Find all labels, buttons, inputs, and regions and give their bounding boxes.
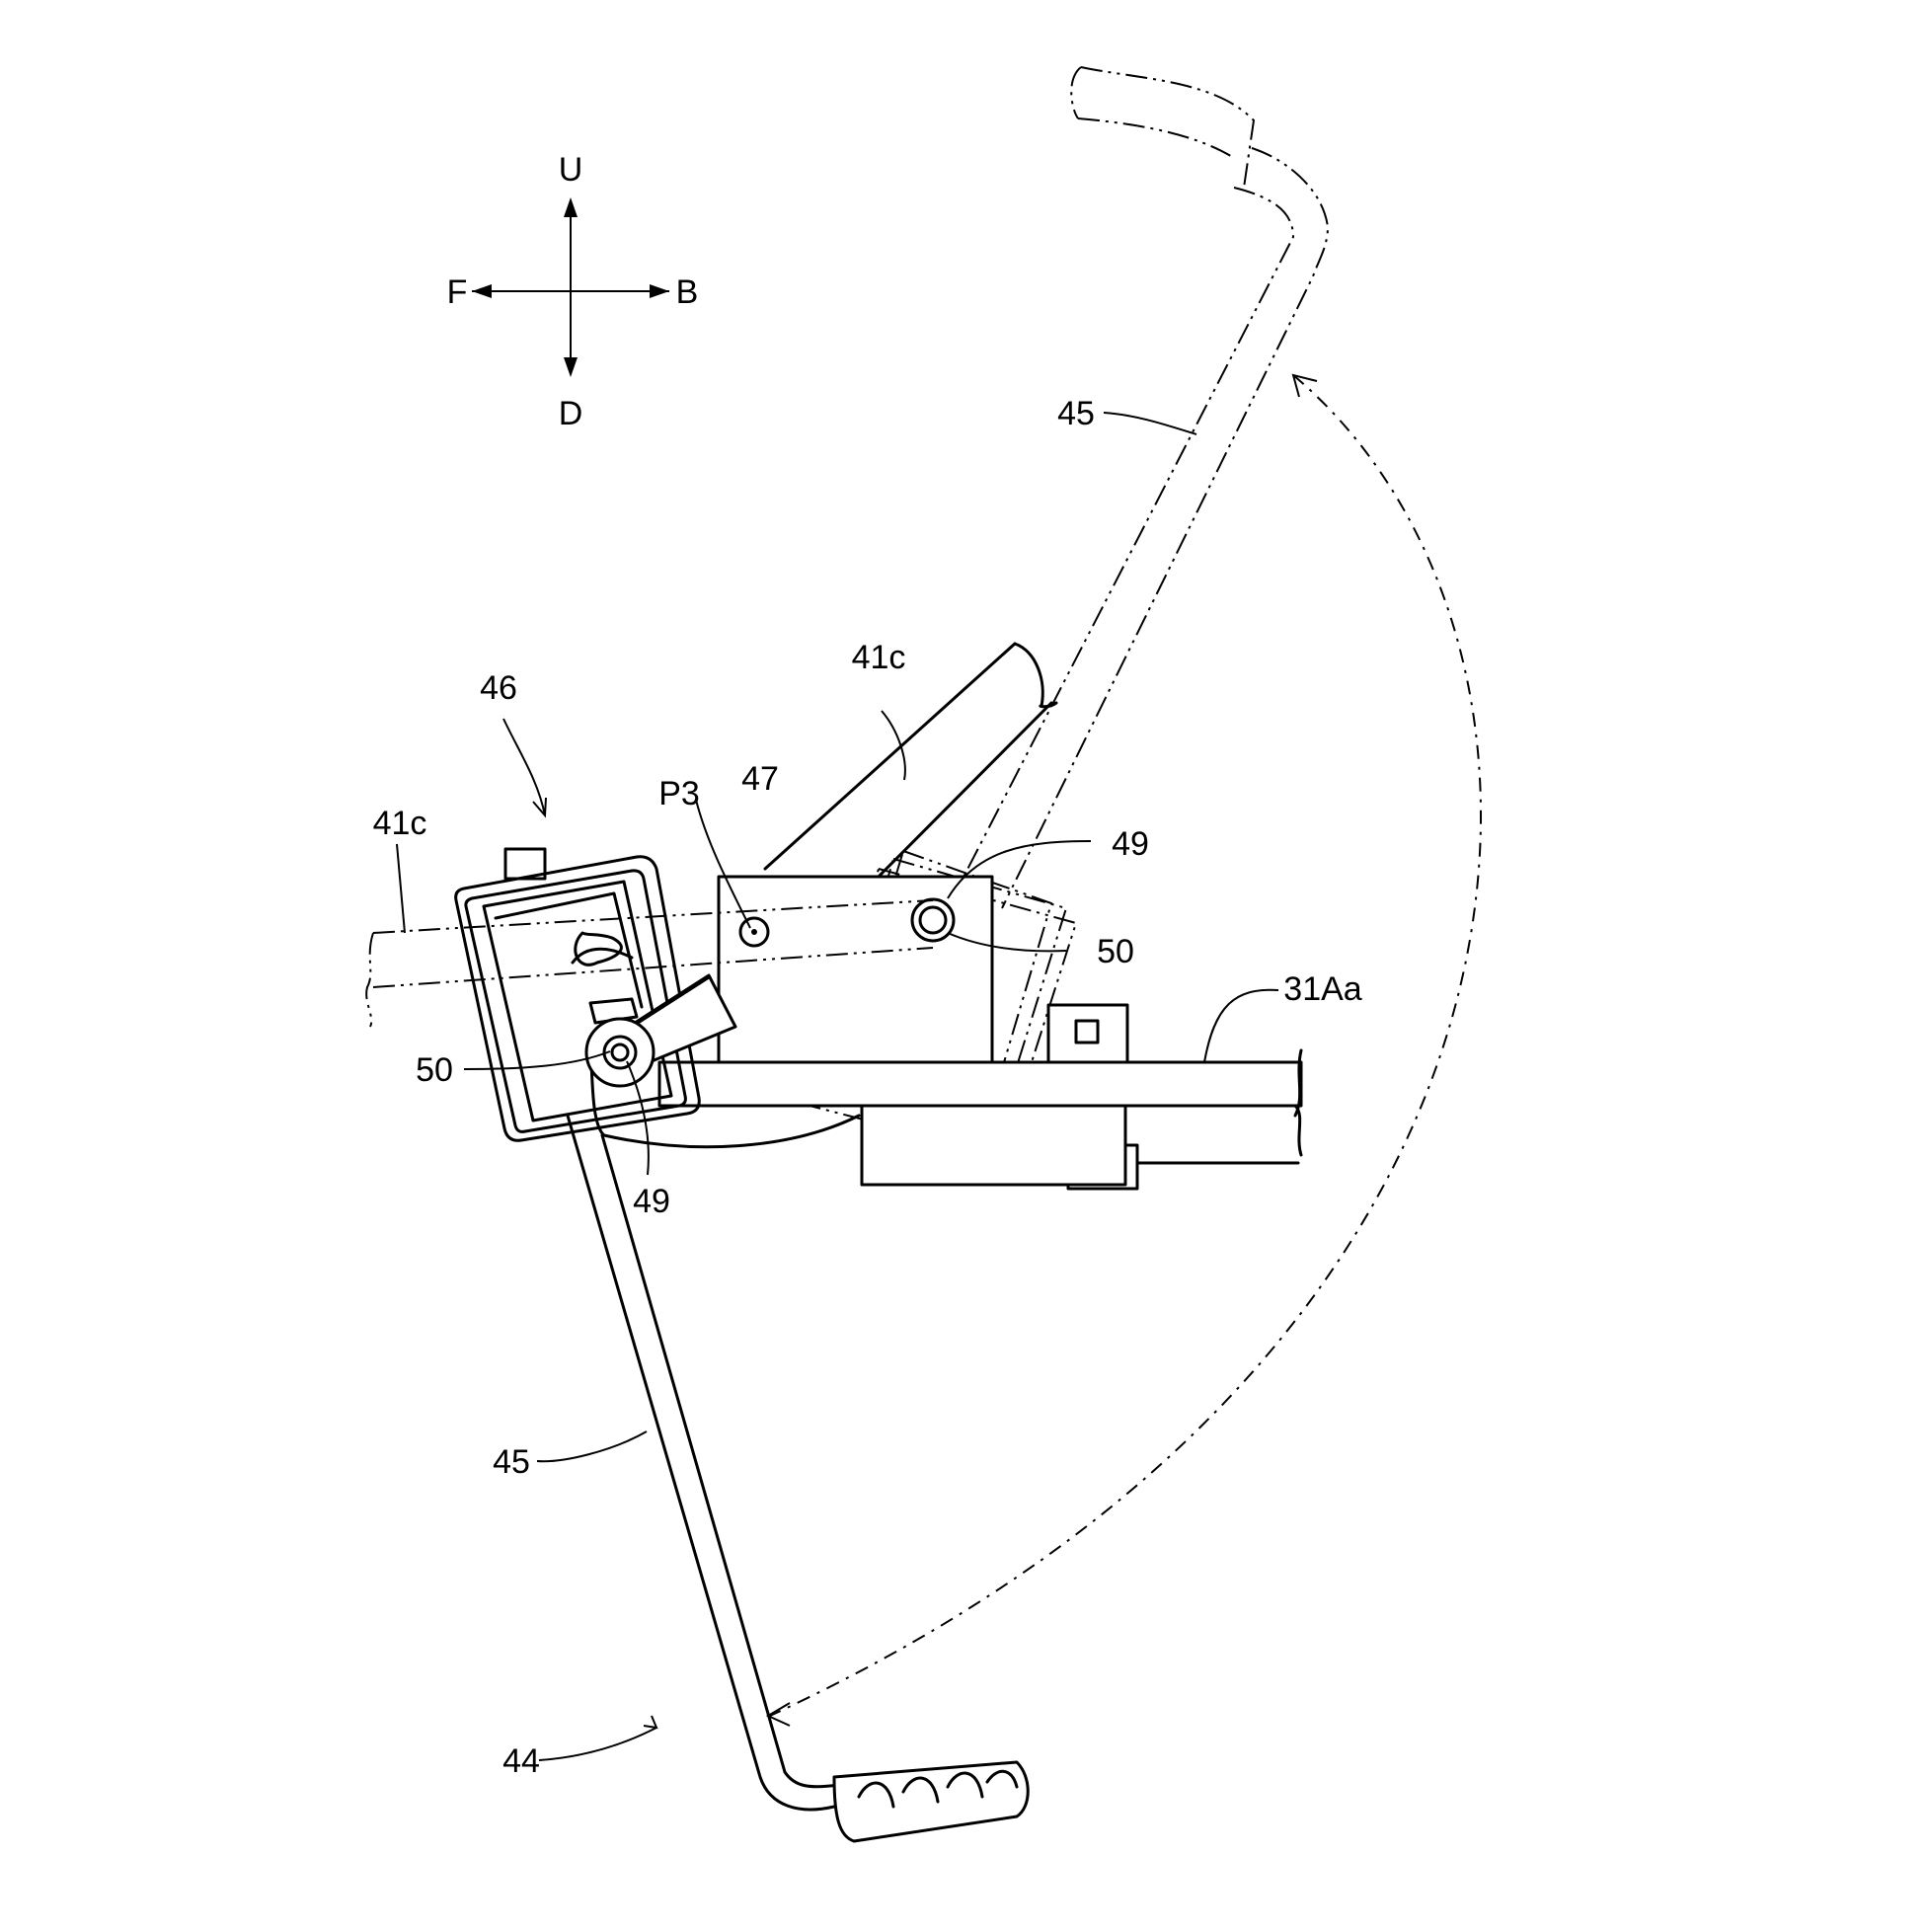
arc-arrow-top-icon bbox=[1291, 373, 1318, 398]
arrow-down-icon bbox=[564, 357, 578, 377]
label-mechanism: 46 bbox=[480, 669, 517, 707]
direction-up-label: U bbox=[559, 151, 583, 189]
bracket-47 bbox=[717, 875, 994, 1064]
direction-down-label: D bbox=[559, 395, 583, 432]
label-frame-upper: 41c bbox=[852, 639, 906, 676]
label-bracket: 47 bbox=[741, 760, 779, 798]
lower-lever bbox=[566, 973, 1030, 1843]
label-lever-lower: 45 bbox=[493, 1443, 530, 1481]
direction-back-label: B bbox=[676, 273, 699, 311]
frame-tube-upper bbox=[763, 642, 1058, 908]
frame-tube-left-phantom bbox=[365, 899, 934, 1028]
label-pin-lower: 49 bbox=[633, 1183, 670, 1220]
leader-lines bbox=[396, 412, 1279, 1761]
label-kick-lever: 44 bbox=[502, 1742, 540, 1780]
arrow-left-icon bbox=[472, 284, 492, 298]
arrow-up-icon bbox=[564, 197, 578, 217]
label-frame-left: 41c bbox=[373, 805, 427, 842]
label-collar-upper: 50 bbox=[1097, 933, 1134, 970]
direction-front-label: F bbox=[447, 273, 468, 311]
lower-bracket bbox=[860, 1104, 1127, 1187]
direction-indicator: U D F B bbox=[447, 151, 699, 432]
label-pivot-point: P3 bbox=[658, 775, 700, 812]
label-pin-upper: 49 bbox=[1112, 825, 1149, 863]
label-frame-pipe: 31Aa bbox=[1283, 970, 1361, 1008]
arrow-right-icon bbox=[650, 284, 669, 298]
label-collar-lower: 50 bbox=[416, 1051, 453, 1089]
mechanism-46 bbox=[454, 847, 701, 1142]
reference-labels: 45 41c 46 41c P3 47 49 50 31Aa 50 49 45 … bbox=[373, 395, 1362, 1780]
label-lever-upper: 45 bbox=[1057, 395, 1095, 432]
